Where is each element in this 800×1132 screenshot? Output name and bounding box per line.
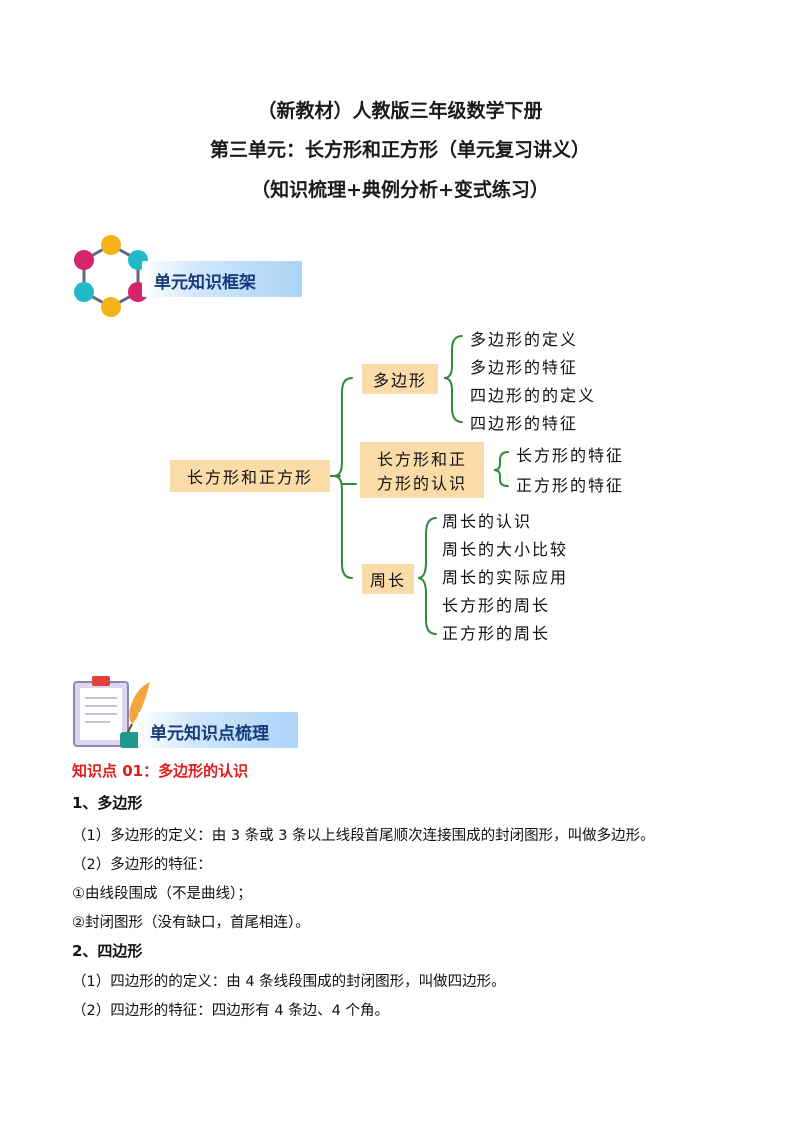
mindmap-leaf: 多边形的定义 — [470, 330, 579, 349]
heading-quadrilateral: 2、四边形 — [72, 942, 143, 960]
section-label: 单元知识点梳理 — [150, 724, 269, 744]
mindmap-branch-rect-square: 长方形和正 方形的认识 — [360, 442, 484, 498]
mindmap-leaf: 长方形的周长 — [442, 596, 551, 615]
paragraph: ②封闭图形（没有缺口，首尾相连）。 — [72, 915, 310, 931]
mindmap-leaf: 长方形的特征 — [516, 446, 625, 465]
mindmap-branch-perimeter: 周长 — [362, 564, 414, 594]
document-title-line2: 第三单元：长方形和正方形（单元复习讲义） — [209, 139, 590, 161]
mindmap-leaf: 周长的大小比较 — [442, 540, 569, 559]
mindmap-connectors — [329, 335, 509, 635]
mindmap-leaf: 四边形的的定义 — [470, 386, 597, 405]
mindmap-leaf: 周长的认识 — [442, 512, 533, 531]
paragraph: （2）四边形的特征：四边形有 4 条边、4 个角。 — [72, 1003, 390, 1019]
paragraph: ①由线段围成（不是曲线）； — [72, 886, 252, 902]
mindmap-branch-polygon: 多边形 — [362, 364, 438, 394]
heading-polygon: 1、多边形 — [72, 794, 143, 812]
mindmap-leaf: 正方形的特征 — [516, 476, 625, 495]
mindmap-root-label: 长方形和正方形 — [186, 468, 313, 487]
paragraph: （1）四边形的的定义：由 4 条线段围成的封闭图形，叫做四边形。 — [72, 974, 506, 990]
mindmap-root-node: 长方形和正方形 — [170, 460, 330, 492]
document-title-line1: （新教材）人教版三年级数学下册 — [257, 100, 543, 122]
paragraph: （1）多边形的定义：由 3 条或 3 条以上线段首尾顺次连接围成的封闭图形，叫做… — [72, 828, 655, 844]
mindmap-leaf: 周长的实际应用 — [442, 568, 569, 587]
knowledge-point-title: 知识点 01：多边形的认识 — [72, 762, 249, 780]
paragraph: （2）多边形的特征： — [72, 857, 212, 873]
mindmap-leaf: 正方形的周长 — [442, 624, 551, 643]
branch-label: 多边形 — [372, 371, 427, 390]
branch-label-line1: 长方形和正 — [376, 450, 467, 469]
section-header-knowledge: 单元知识点梳理 — [138, 712, 298, 748]
branch-label: 周长 — [369, 571, 406, 590]
mindmap-leaf: 四边形的特征 — [470, 414, 579, 433]
section-label: 单元知识框架 — [154, 273, 256, 293]
branch-label-line2: 方形的认识 — [376, 474, 467, 493]
mindmap-leaf: 多边形的特征 — [470, 358, 579, 377]
section-header-framework: 单元知识框架 — [142, 261, 302, 297]
document-title-line3: （知识梳理+典例分析+变式练习） — [251, 179, 549, 201]
